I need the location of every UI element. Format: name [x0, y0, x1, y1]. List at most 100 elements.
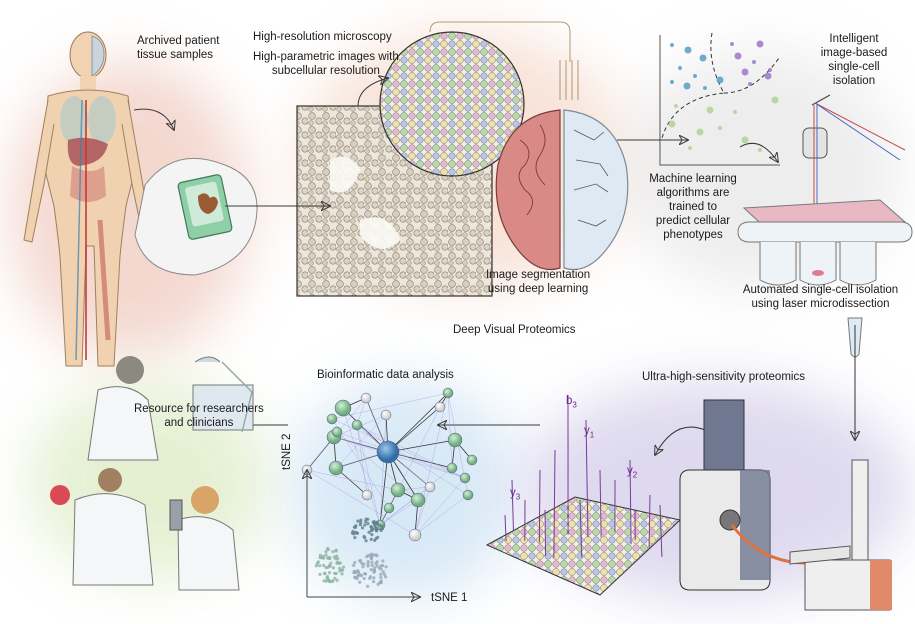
- tsne-point: [336, 579, 339, 582]
- tsne-point: [367, 531, 370, 534]
- tsne-point: [340, 572, 343, 575]
- tsne-point: [376, 560, 379, 563]
- label-line: trained to: [643, 200, 743, 214]
- tsne-point: [329, 561, 332, 564]
- researcher-head: [116, 356, 144, 384]
- tsne-point: [336, 560, 339, 563]
- spectrum-peak: [545, 510, 546, 556]
- tsne-point: [328, 571, 331, 574]
- tsne-point: [367, 562, 370, 565]
- tsne-point: [370, 553, 373, 556]
- tsne-point: [353, 561, 356, 564]
- ion-label-y3: y3: [510, 486, 520, 504]
- tsne-point: [331, 550, 334, 553]
- tsne-point: [366, 522, 369, 525]
- tsne-point: [324, 550, 327, 553]
- label-line: algorithms are: [643, 186, 743, 200]
- label-resource: Resource for researchers and clinicians: [134, 402, 264, 430]
- ion-label-y2: y2: [627, 464, 637, 482]
- tsne-point: [379, 568, 382, 571]
- spectrum-peak: [539, 470, 540, 543]
- label-line: single-cell: [812, 60, 896, 74]
- tsne-point: [367, 554, 370, 557]
- tsne-point: [379, 581, 382, 584]
- tsne-point: [326, 566, 329, 569]
- tsne-point: [325, 576, 328, 579]
- label-laser-microdissection: Automated single-cell isolation using la…: [738, 283, 903, 311]
- tsne-point: [370, 556, 373, 559]
- tsne-point: [318, 556, 321, 559]
- label-line: using deep learning: [486, 282, 590, 296]
- tsne-point: [364, 572, 367, 575]
- network-node: [384, 503, 394, 513]
- network-edge-weak: [357, 425, 380, 525]
- ion-subscript: 3: [516, 492, 520, 501]
- label-high-parametric-images: High-parametric images with subcellular …: [253, 50, 399, 78]
- tsne-point: [364, 539, 367, 542]
- tsne-point: [324, 553, 327, 556]
- tsne-point: [371, 564, 374, 567]
- hand-holding-slide: [135, 158, 257, 275]
- tsne-point: [373, 569, 376, 572]
- tsne-point: [384, 575, 387, 578]
- network-edge-weak: [415, 478, 465, 535]
- tsne-point: [361, 565, 364, 568]
- network-edge-weak: [334, 437, 465, 478]
- tsne-point: [359, 573, 362, 576]
- network-hub-node: [377, 441, 399, 463]
- tsne-point: [353, 536, 356, 539]
- label-line: using laser microdissection: [738, 297, 903, 311]
- tsne-point: [339, 561, 342, 564]
- tsne-point: [362, 562, 365, 565]
- label-line: Resource for researchers: [134, 402, 264, 416]
- desk-lamp: [195, 357, 220, 362]
- network-node: [467, 455, 477, 465]
- network-node: [361, 393, 371, 403]
- label-line: Archived patient: [137, 34, 219, 48]
- tsne-point: [363, 577, 366, 580]
- label-line: Image segmentation: [486, 268, 590, 282]
- tsne-point: [368, 577, 371, 580]
- tsne-x-label: tSNE 1: [431, 591, 467, 605]
- tsne-point: [373, 539, 376, 542]
- network-edge-weak: [307, 470, 398, 490]
- tsne-point: [342, 565, 345, 568]
- tsne-point: [376, 523, 379, 526]
- tsne-point: [351, 532, 354, 535]
- liquid-chromatography-system: [790, 460, 892, 610]
- label-machine-learning: Machine learning algorithms are trained …: [643, 172, 743, 242]
- network-node: [327, 414, 337, 424]
- network-node: [463, 490, 473, 500]
- label-bioinformatic-analysis: Bioinformatic data analysis: [317, 368, 454, 382]
- tsne-point: [355, 531, 358, 534]
- tsne-point: [385, 565, 388, 568]
- network-node: [425, 482, 435, 492]
- label-tissue-samples: Archived patient tissue samples: [137, 34, 219, 62]
- tsne-point: [365, 517, 368, 520]
- tsne-point: [318, 564, 321, 567]
- tsne-point: [333, 572, 336, 575]
- network-node: [435, 402, 445, 412]
- network-node: [352, 420, 362, 430]
- tsne-point: [356, 520, 359, 523]
- tsne-point: [371, 528, 374, 531]
- tsne-point: [375, 528, 378, 531]
- microscope: [170, 500, 182, 530]
- tsne-point: [332, 566, 335, 569]
- tsne-point: [353, 570, 356, 573]
- tsne-point: [379, 564, 382, 567]
- label-line: and clinicians: [134, 416, 264, 430]
- tsne-point: [379, 576, 382, 579]
- tsne-point: [354, 526, 357, 529]
- label-line: tissue samples: [137, 48, 219, 62]
- diagram-title: Deep Visual Proteomics: [453, 323, 576, 337]
- network-node: [332, 427, 342, 437]
- label-line: Machine learning: [643, 172, 743, 186]
- network-node: [448, 433, 462, 447]
- tsne-point: [362, 535, 365, 538]
- tsne-point: [369, 525, 372, 528]
- tsne-point: [335, 554, 338, 557]
- patient-figure: [24, 32, 152, 366]
- tsne-point: [322, 564, 325, 567]
